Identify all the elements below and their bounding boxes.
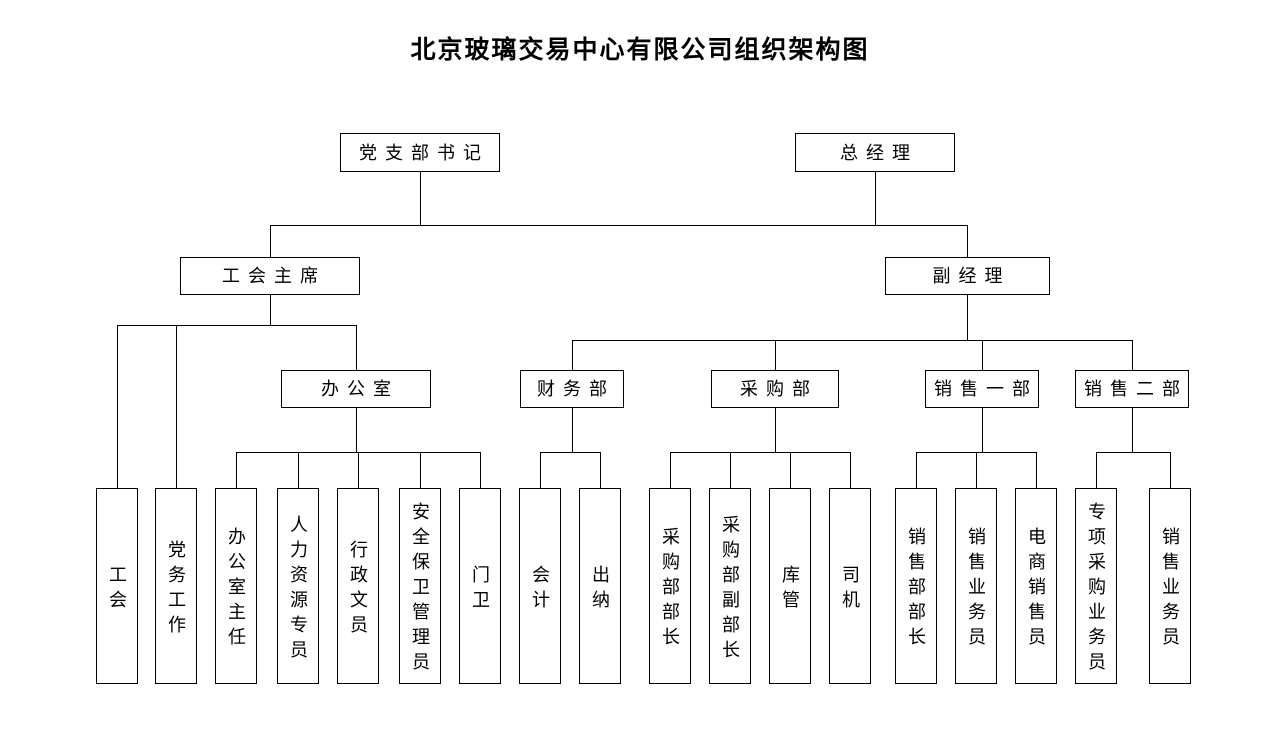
- connector-line: [572, 340, 573, 370]
- leaf-ecommerce-sales: 电商销售员: [1015, 488, 1057, 684]
- chart-title: 北京玻璃交易中心有限公司组织架构图: [410, 37, 870, 64]
- leaf-label: 司机: [840, 564, 860, 615]
- leaf-label: 党务工作: [166, 539, 186, 640]
- connector-line: [420, 172, 421, 225]
- connector-line: [1132, 340, 1133, 370]
- connector-line: [1132, 408, 1133, 452]
- connector-line: [1170, 452, 1171, 488]
- node-general-manager: 总经理: [795, 133, 955, 172]
- leaf-purchasing-director: 采购部部长: [649, 488, 691, 684]
- leaf-label: 门卫: [470, 564, 490, 615]
- connector-line: [540, 452, 600, 453]
- connector-line: [358, 452, 359, 488]
- node-label: 销售二部: [1084, 379, 1188, 399]
- connector-line: [850, 452, 851, 488]
- leaf-security-manager: 安全保卫管理员: [399, 488, 441, 684]
- connector-line: [982, 408, 983, 452]
- node-label: 党支部书记: [359, 142, 489, 163]
- connector-line: [1096, 452, 1097, 488]
- connector-line: [1096, 452, 1170, 453]
- leaf-doorkeeper: 门卫: [459, 488, 501, 684]
- leaf-union: 工会: [96, 488, 138, 684]
- leaf-special-purchasing-rep: 专项采购业务员: [1075, 488, 1117, 684]
- connector-line: [480, 452, 481, 488]
- connector-line: [356, 408, 357, 452]
- connector-line: [875, 172, 876, 225]
- leaf-label: 出纳: [590, 564, 610, 615]
- node-party-branch-secretary: 党支部书记: [340, 133, 500, 172]
- connector-line: [982, 340, 983, 370]
- connector-line: [236, 452, 237, 488]
- leaf-label: 工会: [107, 564, 127, 615]
- leaf-label: 人力资源专员: [288, 514, 308, 665]
- node-label: 总经理: [840, 142, 918, 163]
- leaf-driver: 司机: [829, 488, 871, 684]
- connector-line: [976, 452, 977, 488]
- node-sales-dept-one: 销售一部: [925, 370, 1039, 408]
- node-office: 办公室: [281, 370, 431, 408]
- leaf-sales-rep-one: 销售业务员: [955, 488, 997, 684]
- leaf-label: 采购部副部长: [720, 514, 740, 665]
- leaf-label: 行政文员: [348, 539, 368, 640]
- connector-line: [270, 295, 271, 325]
- connector-line: [600, 452, 601, 488]
- connector-line: [967, 295, 968, 340]
- connector-line: [270, 225, 967, 226]
- connector-line: [572, 408, 573, 452]
- leaf-sales-rep-two: 销售业务员: [1149, 488, 1191, 684]
- leaf-purchasing-deputy-director: 采购部副部长: [709, 488, 751, 684]
- connector-line: [298, 452, 299, 488]
- leaf-party-affairs-work: 党务工作: [155, 488, 197, 684]
- connector-line: [670, 452, 850, 453]
- connector-line: [356, 325, 357, 370]
- leaf-label: 电商销售员: [1026, 527, 1046, 652]
- leaf-sales-director: 销售部部长: [895, 488, 937, 684]
- connector-line: [420, 452, 421, 488]
- leaf-office-director: 办公室主任: [215, 488, 257, 684]
- node-union-chairman: 工会主席: [180, 257, 360, 295]
- connector-line: [775, 340, 776, 370]
- leaf-label: 采购部部长: [660, 527, 680, 652]
- leaf-accountant: 会计: [519, 488, 561, 684]
- leaf-label: 安全保卫管理员: [410, 502, 430, 677]
- connector-line: [967, 225, 968, 257]
- connector-line: [916, 452, 917, 488]
- connector-line: [1036, 452, 1037, 488]
- leaf-label: 办公室主任: [226, 527, 246, 652]
- connector-line: [176, 325, 177, 488]
- node-deputy-manager: 副经理: [885, 257, 1050, 295]
- leaf-label: 库管: [780, 564, 800, 615]
- node-label: 采购部: [740, 379, 818, 399]
- leaf-admin-clerk: 行政文员: [337, 488, 379, 684]
- node-label: 销售一部: [934, 379, 1038, 399]
- node-purchasing-dept: 采购部: [711, 370, 839, 408]
- connector-line: [790, 452, 791, 488]
- leaf-label: 销售业务员: [966, 527, 986, 652]
- leaf-warehouse-keeper: 库管: [769, 488, 811, 684]
- connector-line: [775, 408, 776, 452]
- connector-line: [670, 452, 671, 488]
- node-sales-dept-two: 销售二部: [1075, 370, 1189, 408]
- leaf-hr-specialist: 人力资源专员: [277, 488, 319, 684]
- leaf-label: 专项采购业务员: [1086, 502, 1106, 677]
- connector-line: [540, 452, 541, 488]
- connector-line: [117, 325, 118, 488]
- leaf-label: 销售业务员: [1160, 527, 1180, 652]
- node-label: 办公室: [321, 379, 399, 399]
- leaf-label: 销售部部长: [906, 527, 926, 652]
- leaf-label: 会计: [530, 564, 550, 615]
- connector-line: [572, 340, 1132, 341]
- node-label: 财务部: [537, 379, 615, 399]
- node-finance-dept: 财务部: [520, 370, 624, 408]
- node-label: 工会主席: [222, 266, 326, 286]
- connector-line: [270, 225, 271, 257]
- connector-line: [117, 325, 356, 326]
- connector-line: [730, 452, 731, 488]
- node-label: 副经理: [932, 266, 1011, 286]
- leaf-cashier: 出纳: [579, 488, 621, 684]
